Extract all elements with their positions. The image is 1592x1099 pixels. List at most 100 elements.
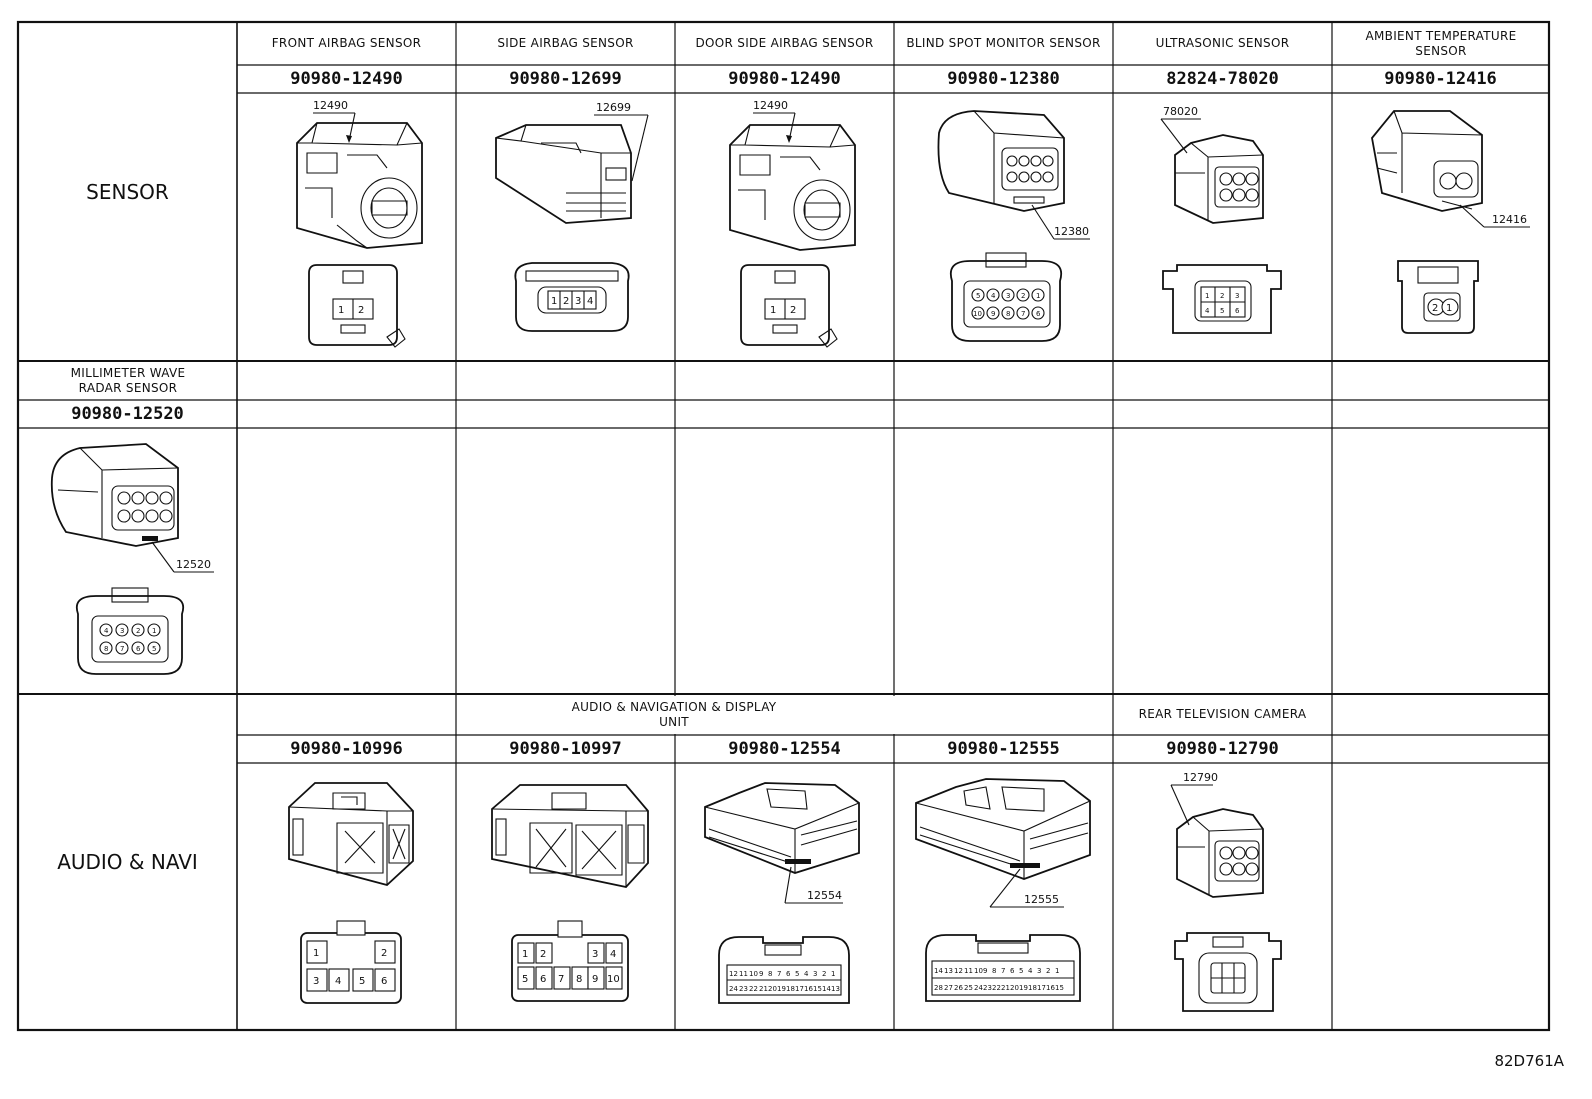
part-number: 90980-10996 — [290, 739, 403, 759]
pin-label: 21 — [1001, 984, 1010, 992]
pin-label: 23 — [739, 985, 748, 993]
pin-label: 1 — [522, 949, 528, 960]
pin-label: 24 — [974, 984, 983, 992]
pin-label: 7 — [120, 645, 124, 653]
part-number: 90980-12380 — [947, 69, 1060, 89]
pin-label: 5 — [522, 974, 528, 985]
pin-label: 7 — [1001, 967, 1005, 975]
pin-label: 9 — [592, 974, 598, 985]
sensor-name-side-airbag: SIDE AIRBAG SENSOR — [497, 36, 634, 50]
pin-label: 4 — [804, 970, 809, 978]
callout-leader-icon: 12490 — [753, 99, 796, 143]
pin-label: 6 — [1010, 967, 1015, 975]
connector-drawing-ambient-temp: 12416 2 1 — [1332, 93, 1549, 361]
callout-label: 78020 — [1163, 105, 1198, 118]
connector-face-icon — [1174, 932, 1282, 1012]
pin-label: 4 — [610, 949, 616, 960]
pin-label: 15 — [813, 985, 822, 993]
pin-label: 3 — [575, 296, 581, 307]
pin-label: 19 — [777, 985, 786, 993]
connector-face-icon: 1 2 — [308, 264, 406, 348]
pin-label: 1 — [1055, 967, 1059, 975]
pin-label: 8 — [104, 645, 108, 653]
pin-label: 2 — [790, 305, 796, 316]
pin-label: 6 — [136, 645, 141, 653]
pin-label: 22 — [749, 985, 758, 993]
pin-label: 10 — [974, 967, 983, 975]
pin-label: 7 — [777, 970, 781, 978]
sensor-name-millimeter-radar: MILLIMETER WAVE RADAR SENSOR — [70, 365, 186, 395]
callout-label: 12699 — [596, 101, 631, 114]
pin-label: 1 — [338, 305, 344, 316]
connector-face-icon: 5 4 3 2 1 10 9 8 7 6 — [949, 252, 1063, 342]
pin-label: 5 — [152, 645, 156, 653]
pin-label: 5 — [795, 970, 799, 978]
pin-label: 13 — [831, 985, 840, 993]
pin-label: 3 — [313, 976, 319, 987]
pin-label: 3 — [592, 949, 598, 960]
connector-drawing-ultrasonic: 78020 1 2 3 4 5 6 — [1113, 93, 1332, 361]
pin-label: 11 — [964, 967, 973, 975]
sensor-name-ambient-temp: AMBIENT TEMPERATURE SENSOR — [1365, 28, 1517, 58]
pin-label: 4 — [1205, 307, 1210, 315]
callout-label: 12554 — [807, 889, 842, 902]
pin-label: 1 — [831, 970, 835, 978]
callout-leader-icon: 12554 — [784, 866, 843, 904]
pin-label: 2 — [136, 627, 140, 635]
pin-label: 1 — [313, 948, 319, 959]
callout-label: 12555 — [1024, 893, 1059, 906]
connector-face-icon: 4 3 2 1 8 7 6 5 — [75, 587, 185, 675]
part-number: 90980-12555 — [947, 739, 1060, 759]
connector-drawing-millimeter-radar: 12520 4 3 2 1 8 7 6 5 — [18, 428, 237, 694]
pin-label: 5 — [359, 976, 365, 987]
pin-label: 2 — [563, 296, 569, 307]
pin-label: 2 — [1046, 967, 1050, 975]
pin-label: 9 — [983, 967, 987, 975]
pin-label: 1 — [770, 305, 776, 316]
connector-housing-icon — [915, 778, 1091, 880]
pin-label: 5 — [976, 292, 980, 300]
pin-label: 20 — [768, 985, 777, 993]
group-label-audio-navigation-display: AUDIO & NAVIGATION & DISPLAY UNIT — [571, 699, 777, 729]
pin-label: 26 — [954, 984, 963, 992]
pin-label: 14 — [934, 967, 943, 975]
part-number: 90980-12416 — [1384, 69, 1497, 89]
callout-leader-icon: 78020 — [1160, 105, 1201, 154]
connector-drawing-10996: 1 2 3 4 5 6 — [237, 763, 456, 1030]
sensor-name-door-side-airbag: DOOR SIDE AIRBAG SENSOR — [695, 36, 874, 50]
pin-label: 5 — [1019, 967, 1023, 975]
pin-label: 19 — [1019, 984, 1028, 992]
pin-label: 20 — [1010, 984, 1019, 992]
pin-label: 7 — [558, 974, 564, 985]
pin-label: 1 — [1036, 292, 1040, 300]
pin-label: 6 — [1235, 307, 1240, 315]
pin-label: 6 — [1036, 310, 1041, 318]
pin-label: 3 — [813, 970, 817, 978]
pin-label: 24 — [729, 985, 738, 993]
pin-label: 1 — [1446, 303, 1452, 314]
pin-label: 10 — [749, 970, 758, 978]
connector-housing-icon — [1371, 110, 1483, 212]
part-number: 90980-12490 — [290, 69, 403, 89]
pin-label: 3 — [1037, 967, 1041, 975]
pin-label: 2 — [1220, 292, 1224, 300]
pin-label: 2 — [381, 948, 387, 959]
pin-label: 16 — [804, 985, 813, 993]
pin-label: 18 — [786, 985, 795, 993]
pin-label: 25 — [964, 984, 973, 992]
callout-leader-icon: 12555 — [989, 868, 1064, 908]
callout-label: 12790 — [1183, 771, 1218, 784]
connector-drawing-front-airbag: 12490 1 2 — [237, 93, 456, 361]
pin-label: 3 — [120, 627, 124, 635]
connector-face-icon: 1 2 3 4 5 6 — [1162, 264, 1282, 334]
pin-label: 9 — [759, 970, 763, 978]
connector-housing-icon — [50, 443, 179, 547]
pin-label: 2 — [358, 305, 364, 316]
part-number: 90980-12790 — [1166, 739, 1279, 759]
pin-label: 8 — [576, 974, 582, 985]
connector-drawing-door-side-airbag: 12490 1 2 — [675, 93, 894, 361]
callout-leader-icon: 12490 — [313, 99, 356, 143]
pin-label: 2 — [540, 949, 546, 960]
pin-label: 10 — [607, 974, 620, 985]
